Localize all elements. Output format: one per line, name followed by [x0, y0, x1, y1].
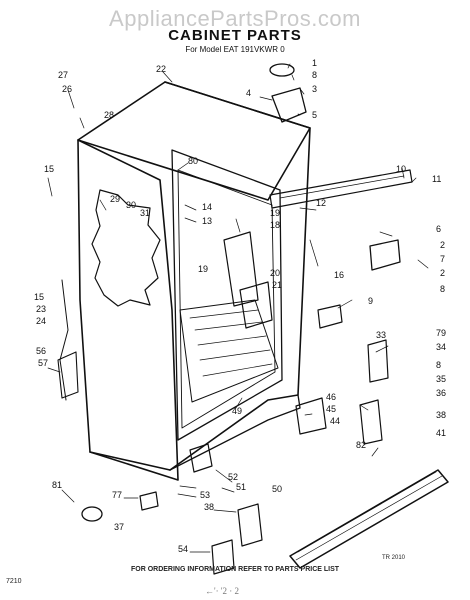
callout-1: 1 — [312, 58, 317, 68]
callout-19b: 19 — [198, 264, 208, 274]
callout-5: 5 — [312, 110, 317, 120]
cabinet-floor — [179, 299, 279, 403]
bracket-38a — [359, 399, 383, 445]
handwritten-note: ←'· '2 · 2 — [205, 586, 239, 596]
callout-79: 79 — [436, 328, 446, 338]
callout-33: 33 — [376, 330, 386, 340]
callout-8a: 8 — [312, 70, 317, 80]
callout-37: 37 — [114, 522, 124, 532]
callout-6: 6 — [436, 224, 441, 234]
callout-30: 30 — [126, 200, 136, 210]
callout-15b: 15 — [34, 292, 44, 302]
callout-80: 80 — [188, 156, 198, 166]
part-54 — [211, 539, 235, 575]
callout-28: 28 — [104, 110, 114, 120]
callout-9: 9 — [368, 296, 373, 306]
callout-52: 52 — [228, 472, 238, 482]
bracket-33 — [367, 339, 389, 383]
callout-16: 16 — [334, 270, 344, 280]
insulation-cutaway — [91, 189, 161, 307]
callout-12: 12 — [316, 198, 326, 208]
wire-harness — [59, 279, 69, 401]
callout-27: 27 — [58, 70, 68, 80]
callout-21: 21 — [272, 280, 282, 290]
callout-3: 3 — [312, 84, 317, 94]
callout-8c: 8 — [436, 360, 441, 370]
callout-11: 11 — [432, 174, 441, 184]
callout-77: 77 — [112, 490, 122, 500]
callout-8b: 8 — [440, 284, 445, 294]
top-hinge — [271, 87, 307, 123]
callout-31: 31 — [140, 208, 150, 218]
bottom-hinge — [369, 239, 401, 271]
callout-57: 57 — [38, 358, 48, 368]
ordering-note: FOR ORDERING INFORMATION REFER TO PARTS … — [130, 566, 340, 573]
callout-53: 53 — [200, 490, 210, 500]
part-77 — [139, 491, 159, 511]
bracket-9 — [317, 304, 343, 329]
callout-34: 34 — [436, 342, 446, 352]
callout-2b: 2 — [440, 268, 445, 278]
part-37 — [81, 506, 103, 522]
callout-4: 4 — [246, 88, 251, 98]
part-52 — [189, 443, 213, 473]
duct-plate — [223, 231, 259, 307]
callout-46: 46 — [326, 392, 336, 402]
callout-22: 22 — [156, 64, 166, 74]
cabinet-left-side — [77, 139, 179, 481]
callout-13: 13 — [202, 216, 212, 226]
callout-7: 7 — [440, 254, 445, 264]
callout-2a: 2 — [440, 240, 445, 250]
toe-grille — [289, 469, 449, 569]
page-code: 7210 — [6, 578, 22, 585]
callout-54: 54 — [178, 544, 188, 554]
callout-50: 50 — [272, 484, 282, 494]
callout-15a: 15 — [44, 164, 54, 174]
rail-bracket — [269, 169, 413, 209]
callout-20: 20 — [270, 268, 280, 278]
callout-19a: 19 — [270, 208, 280, 218]
callout-26: 26 — [62, 84, 72, 94]
callout-38b: 38 — [204, 502, 214, 512]
diagram-title: CABINET PARTS — [168, 27, 302, 44]
callout-45: 45 — [326, 404, 336, 414]
callout-38a: 38 — [436, 410, 446, 420]
callout-10: 10 — [396, 164, 406, 174]
callout-36: 36 — [436, 388, 446, 398]
cabinet-base — [169, 394, 301, 471]
callout-24: 24 — [36, 316, 46, 326]
callout-44: 44 — [330, 416, 340, 426]
callout-29: 29 — [110, 194, 120, 204]
diagram-subtitle: For Model EAT 191VKWR 0 — [185, 45, 285, 54]
callout-81: 81 — [52, 480, 62, 490]
callout-23: 23 — [36, 304, 46, 314]
callout-49: 49 — [232, 406, 242, 416]
callout-35: 35 — [436, 374, 446, 384]
callout-56: 56 — [36, 346, 46, 356]
bracket-38b — [237, 503, 263, 547]
callout-41: 41 — [436, 428, 446, 438]
callout-14: 14 — [202, 202, 212, 212]
watermark: AppliancePartsPros.com — [109, 6, 361, 31]
callout-51: 51 — [236, 482, 246, 492]
bracket-44 — [295, 397, 327, 435]
callout-82: 82 — [356, 440, 366, 450]
figure-code: TR 2010 — [382, 555, 406, 561]
callout-18: 18 — [270, 220, 280, 230]
